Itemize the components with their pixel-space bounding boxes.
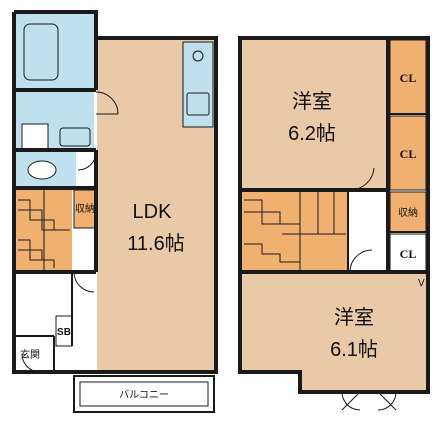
- toilet-icon: [27, 160, 57, 180]
- kitchen-sink: [186, 92, 210, 116]
- western-room-lower: [242, 274, 426, 390]
- stove-burner: [192, 50, 204, 62]
- walls-floor-1-thin: [14, 272, 73, 372]
- closet-2-label: CL: [400, 147, 417, 161]
- marker-v: V: [418, 278, 425, 289]
- room-lower-name: 洋室: [334, 306, 374, 329]
- floor-2: CL CL 収納 CL: [238, 36, 430, 411]
- floor-1: 収納 SB 玄関 バルコニー: [12, 10, 218, 413]
- ldk-name: LDK: [133, 201, 173, 223]
- closet-3-label: CL: [400, 247, 417, 261]
- washer-icon: [21, 123, 49, 151]
- entrance-label: 玄関: [20, 348, 40, 361]
- sb-label: SB: [57, 327, 71, 338]
- room-lower-area: 6.1帖: [330, 338, 378, 361]
- room-upper-name: 洋室: [292, 90, 332, 113]
- washbasin-icon: [59, 127, 91, 147]
- walls-floor-1: [12, 10, 218, 374]
- stairs-2-steps: [244, 192, 346, 270]
- bathtub-icon: [23, 23, 59, 81]
- closet-2: [389, 115, 427, 191]
- room-upper-area: 6.2帖: [288, 122, 336, 145]
- western-room-upper: [242, 40, 388, 190]
- stairs-2: [242, 192, 348, 270]
- balcony-inner: [79, 381, 209, 407]
- closet-1-label: CL: [400, 71, 417, 85]
- ldk-area: 11.6帖: [127, 232, 184, 255]
- storage-1-label: 収納: [75, 202, 95, 215]
- storage-2-label: 収納: [398, 206, 418, 219]
- balcony-label: バルコニー: [119, 389, 169, 401]
- door-swings-floor-1: [21, 91, 119, 373]
- hallway-2: [350, 192, 388, 270]
- door-swings-floor-2: [341, 167, 397, 411]
- walls-floor-2-thin: [347, 113, 428, 272]
- entrance: [16, 336, 54, 370]
- stairs-1-steps: [18, 190, 70, 270]
